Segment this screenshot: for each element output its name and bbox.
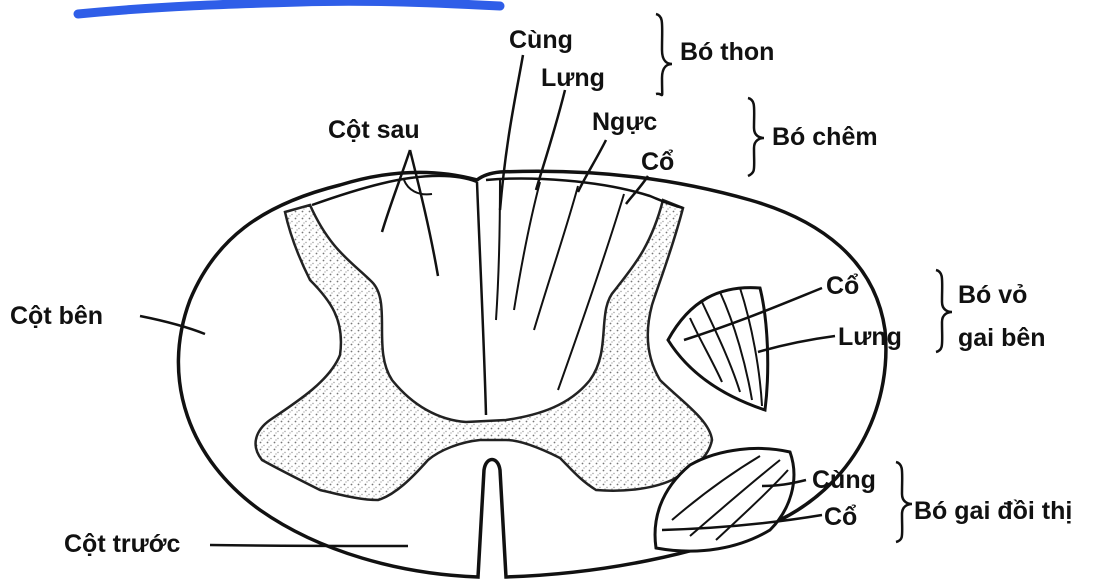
brace-bo-thon <box>656 14 672 95</box>
label-nguc: Ngực <box>592 108 657 136</box>
label-bo-vo-line1: Bó vỏ <box>958 281 1027 309</box>
label-bo-vo-line2: gai bên <box>958 324 1046 352</box>
brace-bo-gai <box>896 462 912 542</box>
label-co-low: Cổ <box>824 503 857 531</box>
brace-bo-chem <box>748 98 764 176</box>
label-co-top: Cổ <box>641 148 674 176</box>
label-cot-truoc: Cột trước <box>64 530 181 558</box>
label-bo-thon: Bó thon <box>680 38 774 66</box>
leader-cot-truoc <box>210 545 408 546</box>
label-co-mid: Cổ <box>826 272 859 300</box>
label-lung-mid: Lưng <box>838 323 902 351</box>
highlighter-stroke <box>78 1 500 14</box>
label-cung-low: Cùng <box>812 466 876 494</box>
label-lung-top: Lưng <box>541 64 605 92</box>
label-bo-gai-doi-thi: Bó gai đồi thị <box>914 497 1072 525</box>
label-cung-top: Cùng <box>509 26 573 54</box>
label-bo-chem: Bó chêm <box>772 123 878 151</box>
brace-bo-vo <box>936 270 952 352</box>
label-cot-ben: Cột bên <box>10 302 103 330</box>
label-cot-sau: Cột sau <box>328 116 420 144</box>
